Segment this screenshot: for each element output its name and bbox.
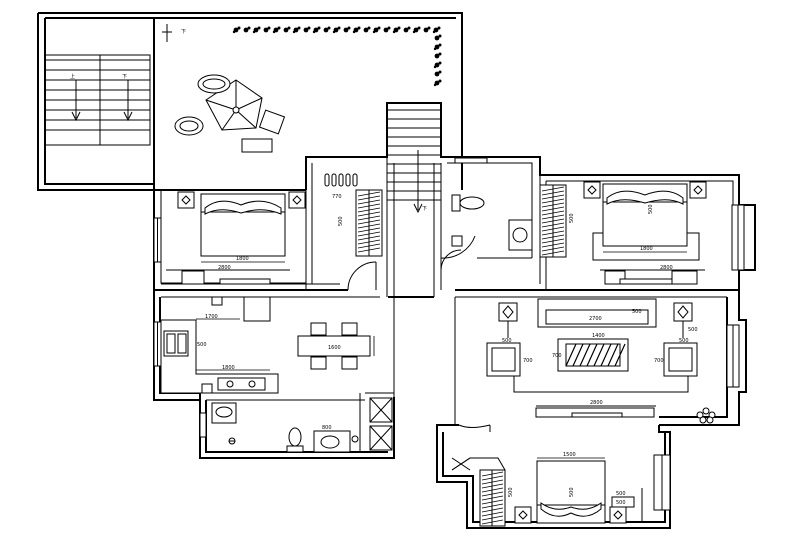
armchair-left	[486, 342, 521, 377]
dim-desk-bottom: 500	[616, 500, 626, 506]
dining-table	[297, 322, 371, 370]
sofa	[537, 298, 657, 328]
tv-cabinet	[535, 405, 656, 418]
dim-coffee-table-depth: 700	[552, 353, 562, 359]
dim-cabinet-left: 2800	[218, 265, 231, 271]
side-table-left	[498, 302, 518, 338]
plant-border	[232, 26, 442, 87]
dim-dining-table: 1600	[328, 345, 341, 351]
walls	[37, 12, 756, 529]
dim-armchair-left-d: 700	[523, 358, 533, 364]
kitchen-counter	[160, 296, 279, 394]
center-stair-label: 下	[422, 206, 427, 212]
dim-wardrobe-left-w: 770	[332, 194, 342, 200]
dim-armchair-left: 500	[502, 338, 512, 344]
door-swing-bottom	[458, 424, 491, 428]
wardrobe-bottom	[451, 457, 506, 527]
vanity-top	[508, 219, 533, 251]
windows	[153, 157, 745, 511]
dim-side-table-left: 500	[616, 491, 626, 497]
wardrobe-left	[324, 173, 383, 257]
dim-vanity: 800	[322, 425, 332, 431]
storage-boxes	[369, 397, 393, 451]
stair-up-label: 上	[70, 73, 75, 80]
side-table-right	[673, 302, 693, 338]
dim-sofa: 2700	[589, 316, 602, 322]
bathtub	[211, 402, 237, 424]
toilet-top	[451, 194, 485, 212]
dim-armchair-right: 500	[679, 338, 689, 344]
dim-cabinet-right: 2800	[660, 265, 673, 271]
living-rug-lines	[513, 376, 689, 393]
dim-wardrobe-bottom-h: 500	[508, 487, 514, 497]
dim-counter-side: 500	[197, 342, 207, 348]
wardrobe-right	[539, 184, 567, 258]
plant-icon	[696, 407, 716, 424]
terrace-down-label: 下	[181, 29, 186, 35]
dim-wardrobe-left-h: 500	[338, 216, 344, 226]
dim-armchair-right-d: 700	[654, 358, 664, 364]
bed-bottom	[514, 460, 627, 524]
terrace-stairs	[44, 54, 151, 146]
dim-sofa-depth: 500	[632, 309, 642, 315]
floor-drain-bottom	[228, 437, 236, 445]
dim-bed-left: 1800	[236, 256, 249, 262]
dim-counter-bottom: 1800	[222, 365, 235, 371]
toilet-bottom	[286, 427, 304, 453]
terrace-arrow	[162, 24, 172, 42]
cabinet-left	[166, 269, 290, 285]
dim-counter-top: 1700	[205, 314, 218, 320]
dim-wardrobe-right-h: 500	[569, 213, 575, 223]
desk-bottom	[611, 488, 643, 522]
floor-drain	[451, 235, 463, 247]
patio-chair-right	[241, 109, 286, 153]
dim-bed-right-w: 1800	[640, 246, 653, 252]
bed-right	[583, 181, 707, 261]
bed-left	[177, 191, 306, 257]
door-swing-stair	[440, 249, 462, 271]
dim-tv-cabinet: 2800	[590, 400, 603, 406]
door-swing-left	[347, 261, 377, 291]
dim-bed-bottom-w: 1500	[563, 452, 576, 458]
vanity-bottom	[313, 430, 359, 453]
center-stairs	[387, 109, 441, 214]
stair-down-label: 下	[122, 74, 127, 80]
dim-bed-bottom-l: 500	[569, 487, 575, 497]
armchair-right	[663, 342, 698, 377]
dim-side-table-right: 500	[688, 327, 698, 333]
cabinet-right	[600, 269, 705, 285]
dim-coffee-table: 1400	[592, 333, 605, 339]
patio-chair-top	[197, 74, 231, 94]
dim-bed-right-l: 500	[648, 204, 654, 214]
patio-chair-left	[174, 116, 204, 136]
coffee-table	[557, 338, 629, 372]
